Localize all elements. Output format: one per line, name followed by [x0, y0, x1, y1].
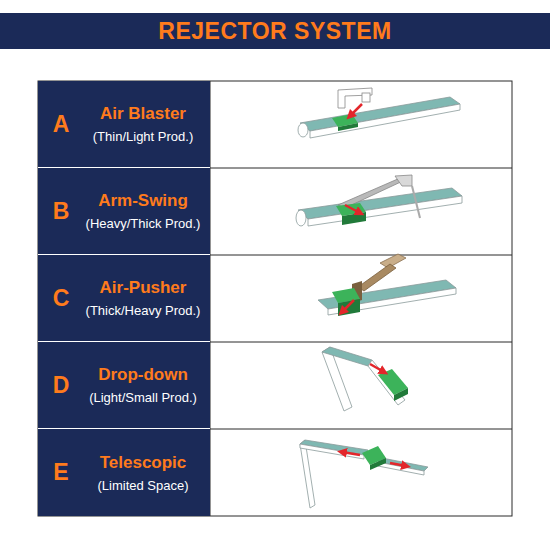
rejector-label-cell: B Arm-Swing (Heavy/Thick Prod.) — [38, 168, 210, 255]
air-blaster-figure — [298, 88, 460, 138]
text-column: Telescopic (Limited Space) — [80, 429, 206, 516]
rejector-name: Air Blaster — [100, 104, 186, 124]
text-column: Arm-Swing (Heavy/Thick Prod.) — [80, 168, 206, 254]
text-column: Air-Pusher (Thick/Heavy Prod.) — [80, 255, 206, 341]
row-letter: C — [38, 255, 84, 341]
rejector-name: Telescopic — [100, 453, 187, 473]
rejector-label-cell: A Air Blaster (Thin/Light Prod.) — [38, 81, 210, 168]
drop-down-figure — [322, 347, 408, 411]
rejector-name: Arm-Swing — [98, 191, 188, 211]
text-column: Air Blaster (Thin/Light Prod.) — [80, 81, 206, 167]
product-note: (Limited Space) — [97, 478, 188, 493]
arm-swing-figure — [296, 175, 462, 226]
rejector-name: Drop-down — [98, 365, 188, 385]
air-pusher-figure — [318, 254, 456, 316]
table-frame — [38, 81, 512, 516]
product-note: (Light/Small Prod.) — [89, 390, 197, 405]
row-letter: A — [38, 81, 84, 167]
row-letter: D — [38, 342, 84, 428]
rejector-label-cell: E Telescopic (Limited Space) — [38, 429, 210, 516]
product-note: (Thick/Heavy Prod.) — [86, 303, 201, 318]
row-letter: E — [38, 429, 84, 516]
product-note: (Heavy/Thick Prod.) — [86, 216, 201, 231]
row-letter: B — [38, 168, 84, 254]
rejector-label-cell: D Drop-down (Light/Small Prod.) — [38, 342, 210, 429]
telescopic-figure — [300, 440, 428, 508]
title: REJECTOR SYSTEM — [0, 13, 550, 49]
text-column: Drop-down (Light/Small Prod.) — [80, 342, 206, 428]
rejector-label-cell: C Air-Pusher (Thick/Heavy Prod.) — [38, 255, 210, 342]
rejector-name: Air-Pusher — [100, 278, 187, 298]
product-note: (Thin/Light Prod.) — [93, 129, 193, 144]
